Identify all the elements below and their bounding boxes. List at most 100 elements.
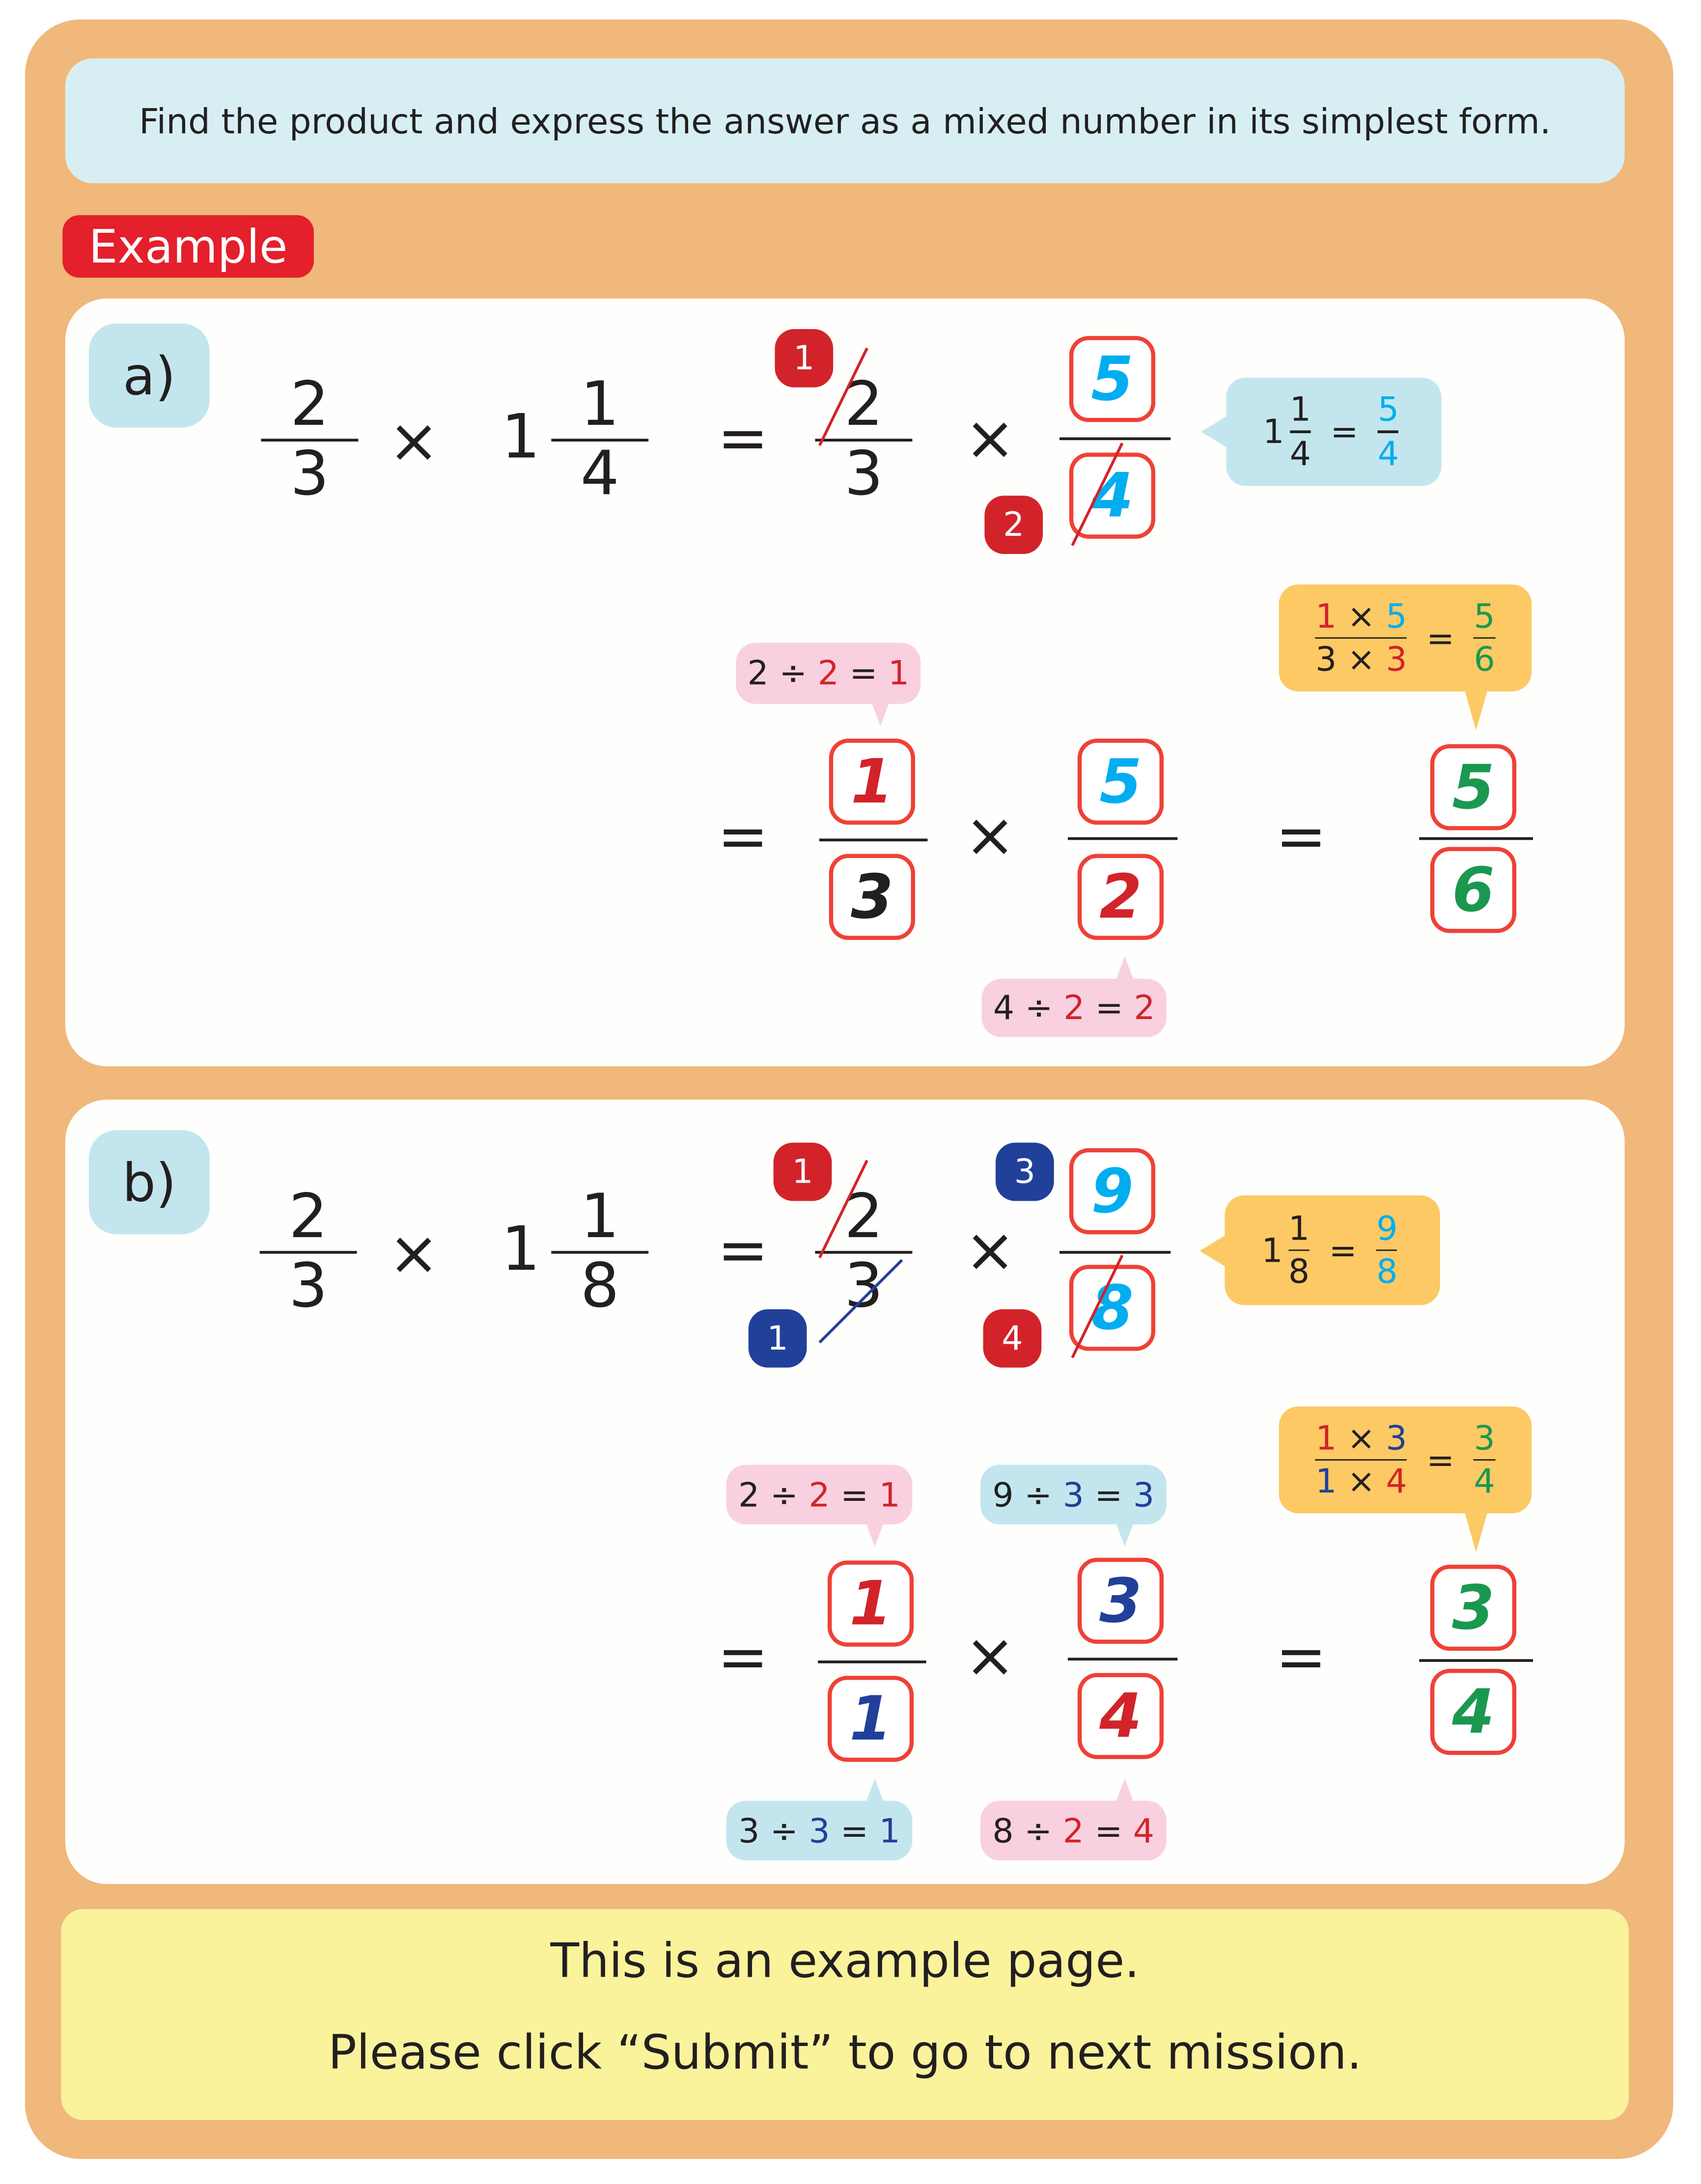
times-sign: × xyxy=(388,1218,440,1289)
denominator-box: 1 xyxy=(827,1676,914,1762)
equals-sign: = xyxy=(1275,802,1327,873)
fraction-bar xyxy=(818,1660,926,1663)
den: 8 xyxy=(1288,1252,1310,1292)
b: 2 xyxy=(1062,1811,1084,1850)
r: 4 xyxy=(1133,1811,1155,1850)
num: 1 xyxy=(1288,1209,1310,1248)
whole-number: 1 xyxy=(501,402,540,473)
r: 2 xyxy=(1134,988,1155,1027)
eq: = xyxy=(840,1811,868,1850)
n1: 1 xyxy=(1315,596,1337,636)
a: 3 xyxy=(738,1811,760,1850)
denominator: 3 xyxy=(290,439,329,510)
r: 3 xyxy=(1133,1475,1155,1514)
b: 3 xyxy=(809,1811,830,1850)
n2: 3 xyxy=(1386,1418,1407,1458)
fraction-bar xyxy=(1067,1658,1178,1661)
denominator: 8 xyxy=(580,1251,619,1322)
cancel-badge: 2 xyxy=(984,496,1043,554)
times-sign: × xyxy=(964,403,1016,474)
fraction-bar xyxy=(1060,437,1171,441)
den: 6 xyxy=(1474,640,1495,680)
numerator: 1 xyxy=(580,1181,619,1252)
b: 2 xyxy=(809,1475,830,1514)
denominator: 3 xyxy=(289,1251,328,1322)
fraction-bar xyxy=(1419,837,1534,840)
b: 3 xyxy=(1062,1475,1084,1514)
division-bubble: 4 ÷ 2 = 2 xyxy=(981,956,1167,1037)
division-bubble: 8 ÷ 2 = 4 xyxy=(980,1778,1167,1861)
answer-numerator-box: 5 xyxy=(1430,744,1517,830)
denominator-box: 4 xyxy=(1069,452,1156,539)
instruction-banner: Find the product and express the answer … xyxy=(65,58,1625,184)
footer-notice: This is an example page. Please click “S… xyxy=(61,1909,1629,2120)
footer-line-1: This is an example page. xyxy=(550,1934,1140,1990)
r: 1 xyxy=(879,1811,900,1850)
x: × xyxy=(1347,596,1375,636)
equals-sign: = xyxy=(717,1622,769,1693)
d1: 3 xyxy=(1315,640,1337,680)
footer-line-2: Please click “Submit” to go to next miss… xyxy=(328,2025,1362,2081)
denominator: 3 xyxy=(844,439,883,510)
a: 9 xyxy=(992,1475,1014,1514)
num: 5 xyxy=(1377,390,1399,430)
denominator-box: 3 xyxy=(829,854,915,940)
fraction-bar xyxy=(1419,1659,1534,1662)
division-bubble: 2 ÷ 2 = 1 xyxy=(726,1465,913,1547)
times-sign: × xyxy=(964,1216,1016,1287)
num: 3 xyxy=(1474,1418,1495,1458)
cancel-badge: 1 xyxy=(748,1309,807,1368)
eq: = xyxy=(1426,618,1454,658)
div: ÷ xyxy=(1024,1811,1053,1850)
numerator: 2 xyxy=(289,1181,328,1252)
b: 2 xyxy=(817,654,839,693)
denominator-box: 2 xyxy=(1077,854,1164,940)
numerator-box: 5 xyxy=(1069,336,1156,422)
denominator: 4 xyxy=(580,439,619,510)
division-bubble: 2 ÷ 2 = 1 xyxy=(736,642,921,726)
num: 5 xyxy=(1474,596,1495,636)
equals-sign: = xyxy=(717,1216,769,1287)
numerator-box: 1 xyxy=(829,738,915,825)
den: 4 xyxy=(1474,1462,1495,1501)
x: × xyxy=(1347,1462,1375,1501)
eq: = xyxy=(1426,1440,1454,1480)
whole: 1 xyxy=(1263,412,1284,451)
part-label-b: b) xyxy=(88,1130,210,1235)
numerator-box: 5 xyxy=(1077,738,1164,825)
numerator-box: 3 xyxy=(1077,1557,1164,1644)
part-label-a: a) xyxy=(88,323,210,428)
div: ÷ xyxy=(770,1475,798,1514)
answer-denominator-box: 6 xyxy=(1430,847,1517,933)
fraction-bar xyxy=(1060,1251,1171,1254)
eq: = xyxy=(840,1475,868,1514)
equals-sign: = xyxy=(717,403,769,474)
eq: = xyxy=(1329,1231,1357,1270)
eq: = xyxy=(1094,1811,1123,1850)
denominator-box: 8 xyxy=(1069,1265,1156,1351)
equals-sign: = xyxy=(1275,1622,1327,1693)
cancel-badge: 1 xyxy=(775,329,834,387)
d2: 4 xyxy=(1386,1462,1407,1501)
numerator: 1 xyxy=(580,369,619,441)
eq: = xyxy=(1094,1475,1123,1514)
x: × xyxy=(1347,1418,1375,1458)
numerator-box: 9 xyxy=(1069,1148,1156,1235)
denominator-box: 4 xyxy=(1077,1673,1164,1759)
div: ÷ xyxy=(779,654,808,693)
den: 4 xyxy=(1377,434,1399,473)
division-bubble: 9 ÷ 3 = 3 xyxy=(980,1465,1167,1547)
b: 2 xyxy=(1063,988,1085,1027)
equals-sign: = xyxy=(717,802,769,873)
div: ÷ xyxy=(1025,988,1053,1027)
den: 8 xyxy=(1376,1252,1398,1292)
d1: 1 xyxy=(1315,1462,1337,1501)
